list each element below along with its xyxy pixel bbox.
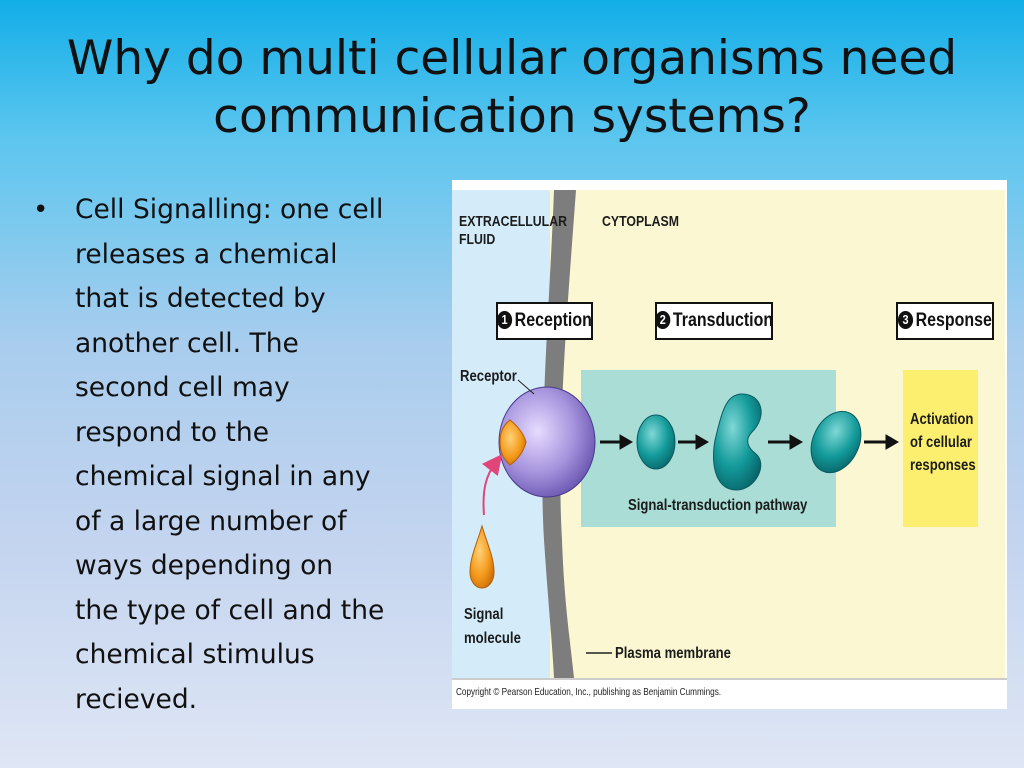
signal-molecule	[469, 524, 495, 589]
pathway-label: Signal-transduction pathway	[628, 497, 808, 514]
title-line-2: communication systems?	[213, 89, 811, 144]
extracellular-label-line: FLUID	[459, 231, 496, 248]
relay-protein-2	[713, 393, 762, 491]
activation-label: Activation of cellular responses	[910, 408, 976, 477]
extracellular-label: EXTRACELLULAR FLUID	[459, 213, 567, 249]
cytoplasm-label: CYTOPLASM	[602, 213, 680, 230]
bullet-line: another cell. The	[75, 327, 299, 359]
activation-label-line: of cellular	[910, 434, 972, 451]
signal-molecule-label: Signal molecule	[464, 603, 521, 651]
response-box	[903, 370, 978, 527]
bullet-line: respond to the	[75, 416, 270, 448]
diagram-artwork	[452, 190, 1007, 680]
activation-label-line: responses	[910, 457, 976, 474]
bullet-line: chemical stimulus	[75, 639, 315, 670]
receptor-leader-line	[517, 379, 535, 395]
bullet-line: recieved.	[75, 683, 198, 715]
step-label: Response	[915, 310, 992, 331]
bullet-marker: •	[33, 195, 49, 225]
bullet-line: Cell Signalling: one cell	[75, 194, 384, 225]
relay-protein-3	[810, 410, 862, 474]
bullet-line: of a large number of	[75, 505, 347, 537]
signal-transduction-box	[581, 370, 836, 527]
bound-signal-molecule	[499, 419, 527, 466]
copyright-notice: Copyright © Pearson Education, Inc., pub…	[456, 686, 722, 698]
extracellular-label-line: EXTRACELLULAR	[459, 213, 567, 230]
plasma-membrane-label: Plasma membrane	[615, 645, 731, 662]
bullet-line: the type of cell and the	[75, 594, 385, 626]
step-number-badge: 2	[655, 311, 671, 329]
bullet-line: ways depending on	[75, 550, 334, 581]
receptor-protein	[498, 386, 596, 498]
signal-label-line: Signal	[464, 606, 504, 623]
step-label: Transduction	[672, 310, 773, 331]
step-number-badge: 1	[497, 311, 513, 329]
bullet-line: second cell may	[75, 372, 290, 403]
activation-label-line: Activation	[910, 411, 974, 428]
bullet-line: releases a chemical	[75, 238, 338, 270]
binding-arrow	[481, 454, 503, 516]
relay-protein-1	[636, 414, 676, 470]
bullet-line: chemical signal in any	[75, 461, 371, 492]
slide-title: Why do multi cellular organisms need com…	[40, 30, 984, 146]
bullet-line: that is detected by	[75, 283, 326, 314]
receptor-label: Receptor	[460, 368, 517, 385]
pathway-arrows	[600, 434, 899, 450]
bullet-text: Cell Signalling: one cell releases a che…	[75, 188, 445, 722]
signal-label-line: molecule	[464, 630, 521, 647]
step-label: Reception	[514, 310, 592, 331]
step-number-badge: 3	[898, 311, 914, 329]
title-line-1: Why do multi cellular organisms need	[66, 31, 958, 86]
